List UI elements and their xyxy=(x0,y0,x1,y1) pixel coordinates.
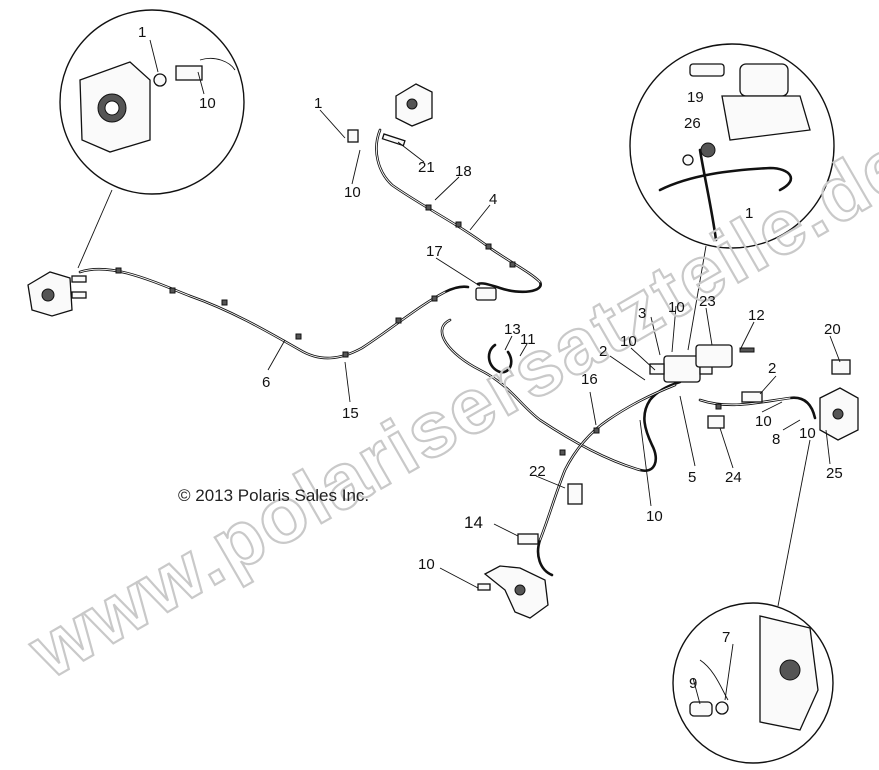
brake-line-8 xyxy=(440,318,682,472)
front-right-caliper xyxy=(347,83,433,147)
callout-label: 20 xyxy=(824,321,841,338)
brake-line-6 xyxy=(78,267,470,360)
line-clips xyxy=(115,204,722,456)
callout-label: 3 xyxy=(638,305,646,322)
callout-label: 9 xyxy=(689,675,697,692)
rear-left-caliper xyxy=(477,565,549,619)
callout-label: 10 xyxy=(620,333,637,350)
callout-label: 10 xyxy=(646,508,663,525)
detail-circle-labels: 26 19 1 10 xyxy=(684,89,816,442)
detail-lead-3 xyxy=(777,439,811,607)
callout-label: 10 xyxy=(668,299,685,316)
callout-label: 13 xyxy=(504,321,521,338)
callout-label: 14 xyxy=(464,513,483,532)
callout-label: 21 xyxy=(418,159,435,176)
callout-label: 18 xyxy=(455,163,472,180)
callout-label: 4 xyxy=(489,191,497,208)
brake-line-7 xyxy=(536,383,677,577)
callout-label: 6 xyxy=(262,374,270,391)
callout-label: 23 xyxy=(699,293,716,310)
callout-label: 1 xyxy=(745,205,753,222)
callout-label: 17 xyxy=(426,243,443,260)
proportioning-valve xyxy=(475,287,763,545)
callout-label: 25 xyxy=(826,465,843,482)
callout-label: 10 xyxy=(199,95,216,112)
callout-label: 1 xyxy=(314,95,322,112)
brake-line-5 xyxy=(698,396,817,420)
detail-lead-2 xyxy=(687,245,707,351)
callout-leaders xyxy=(149,39,841,705)
rear-right-caliper xyxy=(819,359,859,441)
callout-label: 19 xyxy=(687,89,704,106)
callout-label: 16 xyxy=(581,371,598,388)
detail-circle-top-left xyxy=(59,9,245,195)
callout-label: 8 xyxy=(772,431,780,448)
callout-label: 11 xyxy=(520,331,536,348)
detail-circle-top-right xyxy=(629,43,835,249)
front-left-caliper xyxy=(27,271,87,317)
callout-label: 10 xyxy=(799,425,816,442)
callout-label: 12 xyxy=(748,307,765,324)
detail-lead-1 xyxy=(77,189,113,269)
callout-label: 26 xyxy=(684,115,701,132)
detail-circle-bottom-right xyxy=(672,602,834,764)
callout-label: 10 xyxy=(755,413,772,430)
callout-label: 24 xyxy=(725,469,742,486)
callout-label: 22 xyxy=(529,463,546,480)
callout-label: 2 xyxy=(599,343,607,360)
callout-numbers: 1 10 1 10 21 18 4 17 6 15 2 10 10 3 23 1… xyxy=(138,24,843,692)
brake-line-4 xyxy=(375,128,542,294)
callout-label: 7 xyxy=(722,629,730,646)
callout-label: 5 xyxy=(688,469,696,486)
callout-label: 10 xyxy=(344,184,361,201)
callout-label: 2 xyxy=(768,360,776,377)
callout-label: 10 xyxy=(418,556,435,573)
callout-label: 1 xyxy=(138,24,146,41)
callout-label: 15 xyxy=(342,405,359,422)
brake-line-11 xyxy=(487,343,513,374)
copyright-notice: © 2013 Polaris Sales Inc. xyxy=(178,486,369,505)
